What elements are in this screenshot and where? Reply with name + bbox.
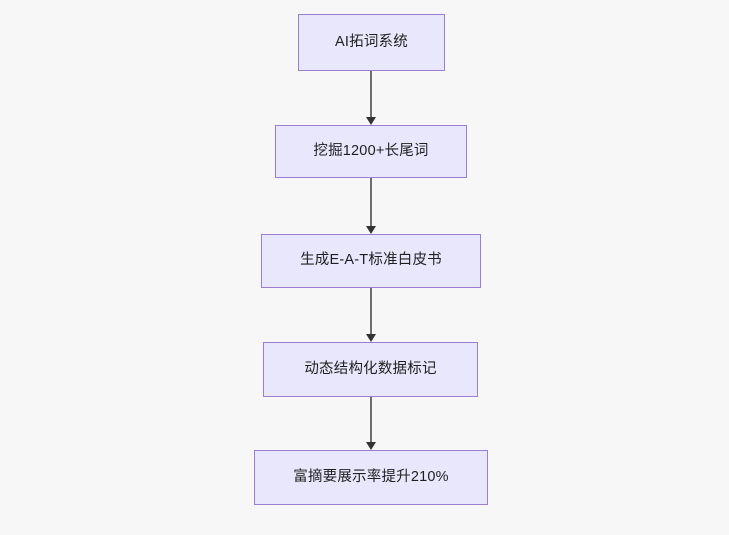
connector-arrow-1 [366,71,376,125]
flowchart-node-label: 动态结构化数据标记 [304,360,437,377]
flowchart-node-3[interactable]: 生成E-A-T标准白皮书 [261,234,481,288]
connector-arrow-4 [366,397,376,450]
flowchart-node-label: 挖掘1200+长尾词 [313,142,429,159]
connector-arrow-3 [366,288,376,342]
connector-arrow-2 [366,178,376,234]
flowchart-node-4[interactable]: 动态结构化数据标记 [263,342,478,397]
flowchart-node-1[interactable]: AI拓词系统 [298,14,445,71]
flowchart-node-label: 富摘要展示率提升210% [293,468,449,485]
flowchart-node-label: AI拓词系统 [335,33,408,50]
flowchart-node-5[interactable]: 富摘要展示率提升210% [254,450,488,505]
flowchart-node-2[interactable]: 挖掘1200+长尾词 [275,125,467,178]
flowchart-node-label: 生成E-A-T标准白皮书 [300,252,442,269]
